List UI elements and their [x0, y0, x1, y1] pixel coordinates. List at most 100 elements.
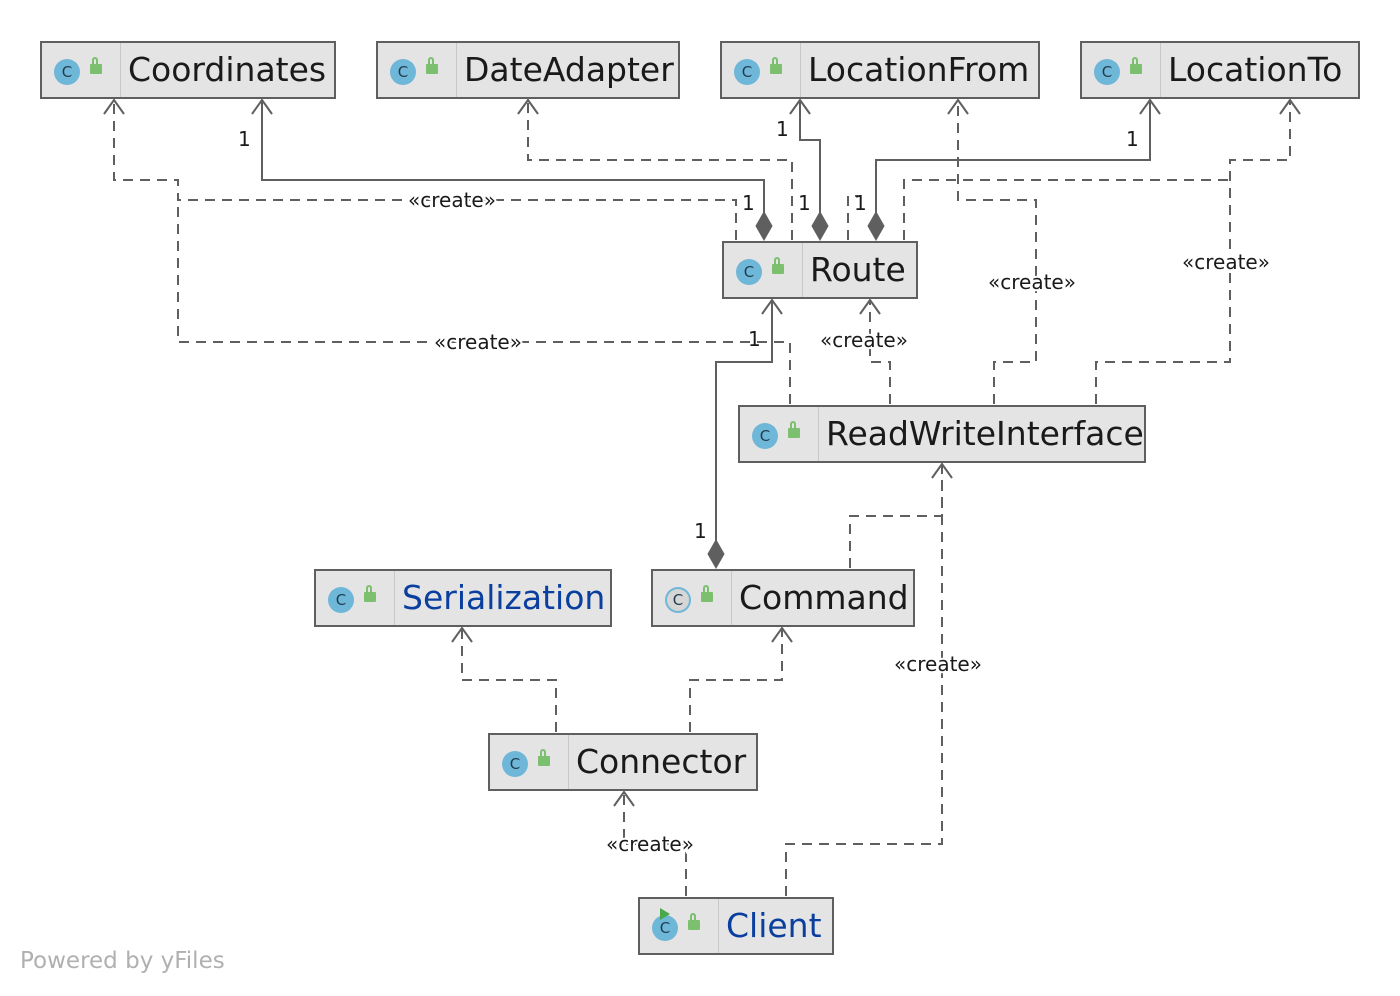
class-node-command[interactable]: C Command: [651, 569, 915, 627]
create-label-client-rwi: «create»: [894, 652, 982, 676]
diamond-route-coordinates: [755, 210, 773, 242]
edge-route-coordinates-create: [113, 100, 737, 240]
class-icon: C: [752, 423, 778, 449]
diamond-command-route: [707, 538, 725, 570]
edge-rwi-coordinates-create: [177, 200, 791, 404]
edge-connector-serialization-dependency: [461, 628, 557, 732]
class-node-route[interactable]: C Route: [722, 241, 918, 299]
class-name: DateAdapter: [464, 50, 674, 89]
arrowhead-connector: [613, 790, 635, 807]
class-name: Serialization: [402, 578, 606, 617]
edge-command-rwi-dependency: [849, 464, 943, 568]
arrowhead-serialization: [451, 626, 473, 643]
arrowhead-route-2: [859, 298, 881, 315]
diamond-route-locationto: [867, 210, 885, 242]
edge-client-rwi-create: [785, 464, 943, 896]
arrowhead-locationto-1: [1139, 98, 1161, 115]
class-name: Command: [739, 578, 909, 617]
class-icon: C: [1094, 59, 1120, 85]
multiplicity-route-command-end: 1: [748, 327, 761, 351]
composition-diamonds: [707, 210, 885, 570]
powered-by-watermark: Powered by yFiles: [20, 948, 225, 974]
multiplicity-coordinates-end: 1: [238, 127, 251, 151]
create-label-rwi-route: «create»: [820, 328, 908, 352]
create-label-rwi-locationto: «create»: [1182, 250, 1270, 274]
edge-route-locationto-create-upper: [903, 179, 1230, 240]
public-lock-icon: [538, 749, 550, 766]
class-node-serialization[interactable]: C Serialization: [314, 569, 612, 627]
edge-route-coordinates-composition: [261, 100, 765, 214]
arrowhead-locationto-2: [1279, 98, 1301, 115]
arrowhead-locationfrom-1: [789, 98, 811, 115]
class-node-dateadapter[interactable]: C DateAdapter: [376, 41, 680, 99]
public-lock-icon: [788, 421, 800, 438]
edge-route-dateadapter-dependency: [527, 100, 793, 240]
class-icon: C: [736, 259, 762, 285]
arrowhead-route-1: [761, 298, 783, 315]
edge-command-route-composition: [715, 300, 773, 542]
class-name: ReadWriteInterface: [826, 414, 1144, 453]
create-label-rwi-coordinates: «create»: [434, 330, 522, 354]
diamond-route-locationfrom: [811, 210, 829, 242]
class-name: Connector: [576, 742, 747, 781]
dashed-edges: [113, 100, 1291, 896]
public-lock-icon: [1130, 57, 1142, 74]
icon-column: [42, 43, 121, 97]
icon-column: [724, 243, 803, 297]
arrowhead-command: [771, 626, 793, 643]
class-icon: C: [734, 59, 760, 85]
class-name: Coordinates: [128, 50, 327, 89]
icon-column: [490, 735, 569, 789]
class-node-locationto[interactable]: C LocationTo: [1080, 41, 1360, 99]
multiplicity-route-locationto-end: 1: [854, 191, 867, 215]
public-lock-icon: [770, 57, 782, 74]
create-label-client-connector: «create»: [606, 832, 694, 856]
public-lock-icon: [701, 585, 713, 602]
runnable-class-icon: C: [652, 915, 678, 941]
edge-rwi-route-create: [869, 300, 891, 404]
arrowheads: [103, 98, 1301, 807]
icon-column: [1082, 43, 1161, 97]
edge-route-locationto-composition: [875, 100, 1151, 214]
class-name: Route: [810, 250, 906, 289]
class-node-client[interactable]: C Client: [638, 897, 834, 955]
class-node-coordinates[interactable]: C Coordinates: [40, 41, 336, 99]
icon-column: [653, 571, 732, 625]
class-icon: C: [390, 59, 416, 85]
class-node-readwriteinterface[interactable]: C ReadWriteInterface: [738, 405, 1146, 463]
class-icon: C: [328, 587, 354, 613]
multiplicity-locationfrom-end: 1: [776, 117, 789, 141]
multiplicity-locationto-end: 1: [1126, 127, 1139, 151]
edge-route-locationfrom-composition: [799, 100, 821, 214]
arrowhead-rwi: [931, 462, 953, 479]
create-label-route-coordinates: «create»: [408, 188, 496, 212]
public-lock-icon: [426, 57, 438, 74]
class-name: LocationFrom: [808, 50, 1030, 89]
class-name: LocationTo: [1168, 50, 1343, 89]
edges: [261, 100, 1151, 542]
multiplicity-route-locationfrom-end: 1: [798, 191, 811, 215]
multiplicity-command-end: 1: [694, 519, 707, 543]
icon-column: [640, 899, 719, 953]
arrowhead-locationfrom-2: [947, 98, 969, 115]
class-name: Client: [726, 906, 822, 945]
edge-route-upper-dash: [847, 195, 858, 240]
multiplicity-route-coordinates-end: 1: [742, 191, 755, 215]
icon-column: [740, 407, 819, 461]
public-lock-icon: [688, 913, 700, 930]
class-icon: C: [54, 59, 80, 85]
icon-column: [378, 43, 457, 97]
edge-rwi-locationfrom-create: [957, 100, 1037, 404]
icon-column: [722, 43, 801, 97]
abstract-class-icon: C: [665, 587, 691, 613]
class-node-locationfrom[interactable]: C LocationFrom: [720, 41, 1040, 99]
arrowhead-coordinates-1: [251, 98, 273, 115]
public-lock-icon: [90, 57, 102, 74]
edge-labels: «create» «create» «create» «create» «cre…: [238, 117, 1272, 858]
class-node-connector[interactable]: C Connector: [488, 733, 758, 791]
public-lock-icon: [364, 585, 376, 602]
edge-client-connector-create: [623, 792, 687, 896]
class-icon: C: [502, 751, 528, 777]
arrowhead-dateadapter: [517, 98, 539, 115]
